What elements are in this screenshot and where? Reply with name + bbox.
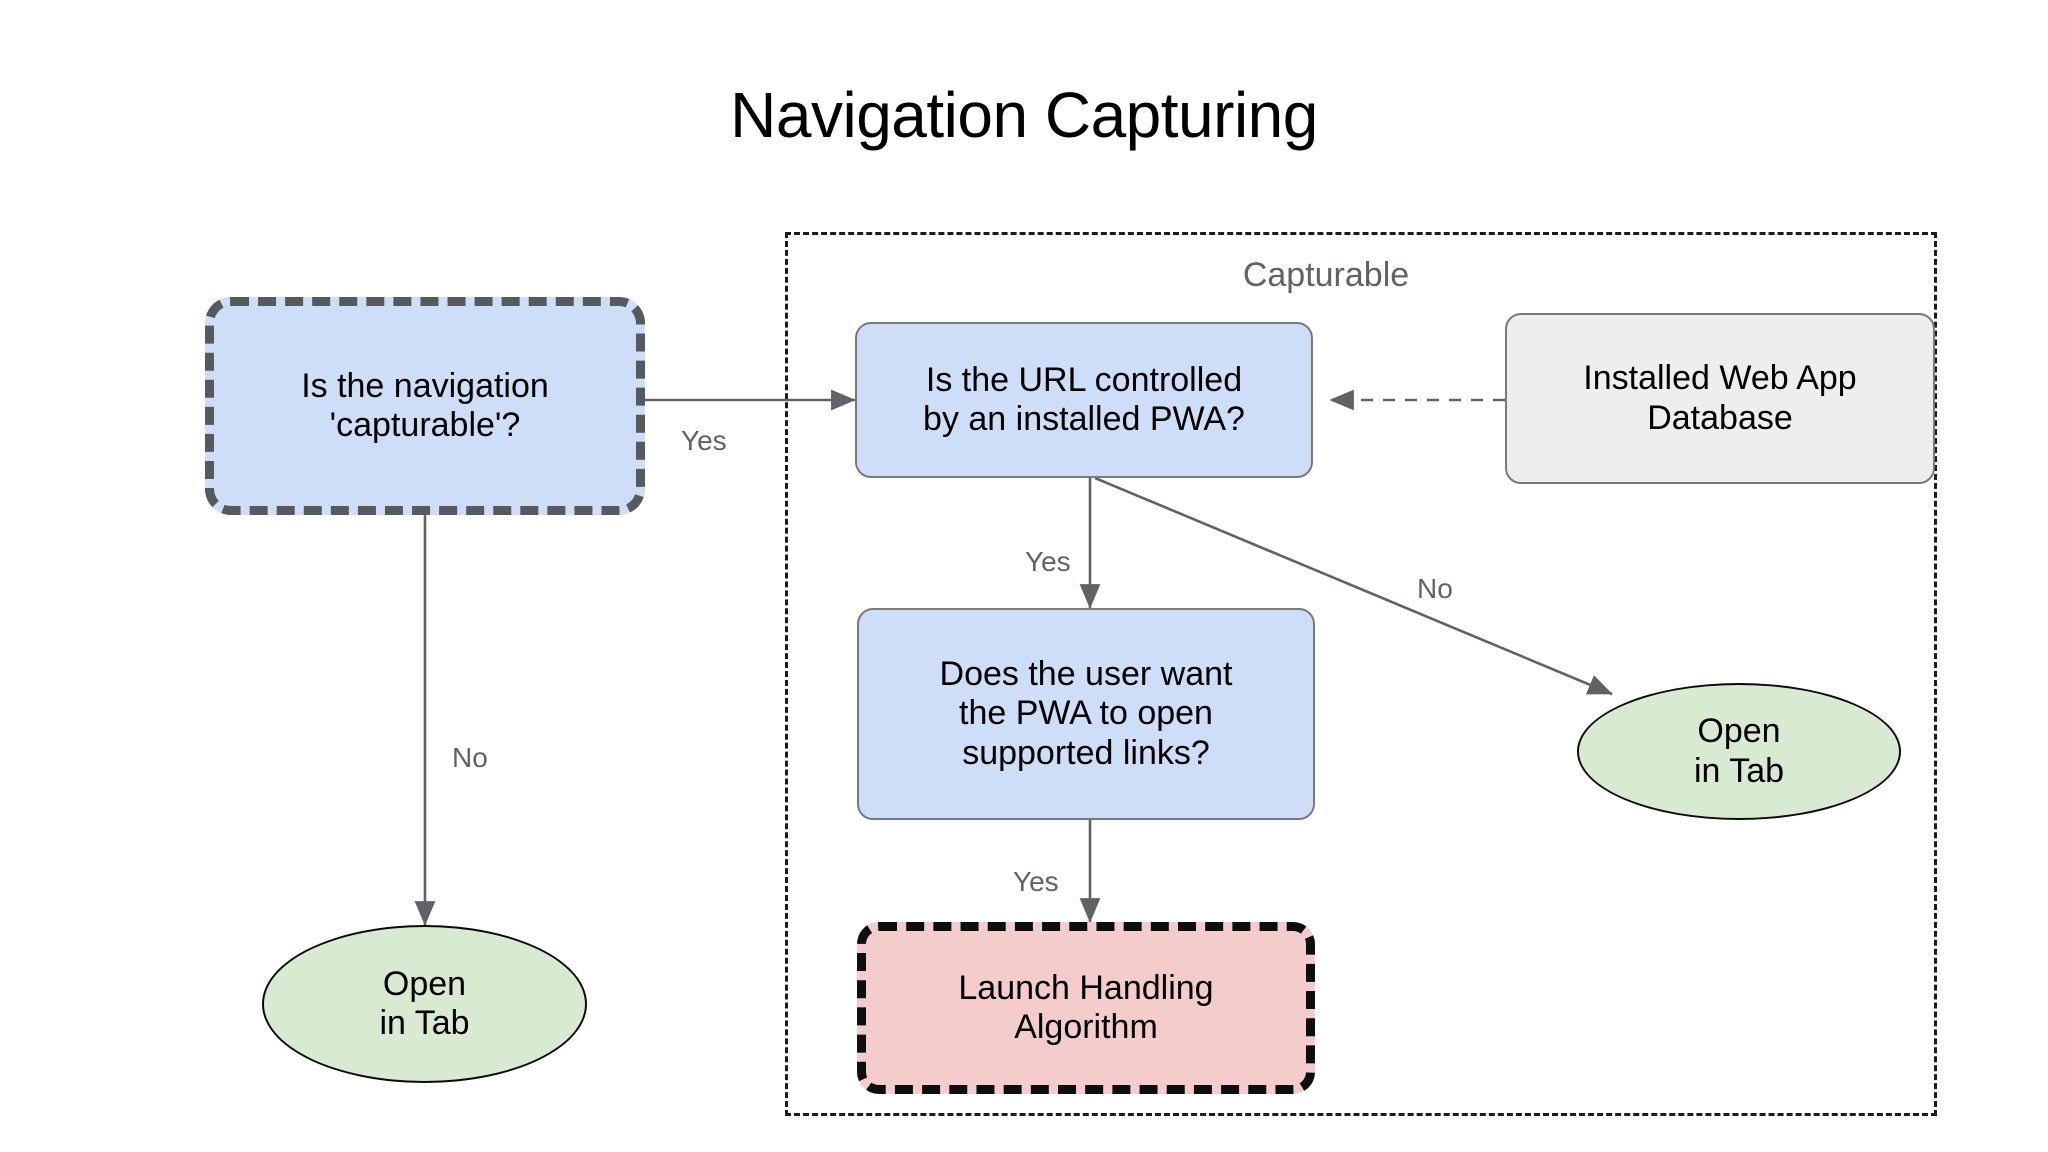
capturable-group-label: Capturable [1242, 256, 1410, 294]
node-line: in Tab [1693, 751, 1785, 790]
node-line: Algorithm [1014, 1008, 1158, 1046]
edge-label-capturable-yes: Yes [681, 425, 727, 456]
edge-label-user-want-yes: Yes [1013, 866, 1059, 897]
node-line: the PWA to open [959, 694, 1213, 733]
node-line: 'capturable'? [329, 406, 521, 444]
node-line: by an installed PWA? [923, 400, 1245, 438]
node-is-navigation-capturable[interactable]: Is the navigation 'capturable'? [205, 297, 645, 515]
node-does-user-want-pwa-open-links[interactable]: Does the user want the PWA to open suppo… [857, 608, 1315, 820]
node-line: Database [1647, 398, 1793, 437]
node-open-in-tab-right[interactable]: Open in Tab [1577, 683, 1901, 820]
node-line: Is the URL controlled [925, 360, 1243, 399]
node-open-in-tab-left[interactable]: Open in Tab [262, 925, 587, 1083]
node-line: Launch Handling [958, 968, 1214, 1007]
edge-label-url-controlled-no: No [1417, 573, 1453, 604]
node-line: in Tab [379, 1004, 470, 1042]
node-line: supported links? [962, 733, 1210, 772]
node-line: Is the navigation [301, 366, 549, 405]
capturable-group-container [785, 232, 1937, 1116]
node-is-url-controlled-by-pwa[interactable]: Is the URL controlled by an installed PW… [855, 322, 1313, 478]
edge-label-capturable-no: No [452, 742, 488, 773]
node-line: Does the user want [939, 655, 1233, 694]
node-line: Open [382, 964, 467, 1003]
node-line: Open [1697, 712, 1781, 751]
node-installed-web-app-database[interactable]: Installed Web App Database [1505, 313, 1935, 484]
edge-label-url-controlled-yes: Yes [1025, 546, 1071, 577]
page-title: Navigation Capturing [730, 79, 1318, 151]
node-launch-handling-algorithm[interactable]: Launch Handling Algorithm [857, 922, 1315, 1094]
node-line: Installed Web App [1583, 359, 1857, 398]
